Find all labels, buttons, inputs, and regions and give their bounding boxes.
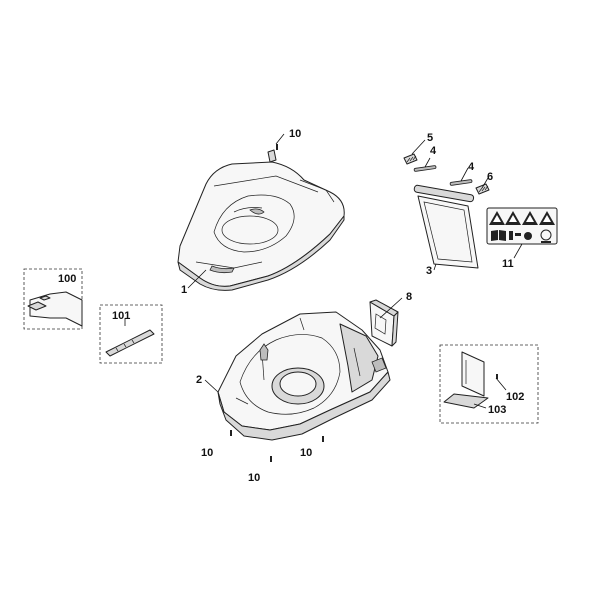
- callout-101: 101: [112, 310, 130, 322]
- callout-2: 2: [196, 374, 202, 386]
- screw-left[interactable]: [230, 430, 232, 436]
- warning-triangle-icon: [489, 211, 505, 225]
- rear-guard[interactable]: [369, 299, 399, 347]
- screw-top[interactable]: [276, 144, 278, 150]
- hinge-pin-lower[interactable]: [449, 179, 473, 186]
- callout-103: 103: [488, 404, 506, 416]
- callout-10-left: 10: [201, 447, 213, 459]
- callout-4-top: 4: [430, 145, 437, 157]
- inset-box-100[interactable]: [23, 268, 83, 330]
- inset-box-103[interactable]: [439, 344, 539, 424]
- inset-box-101[interactable]: [99, 304, 163, 364]
- callout-10-right: 10: [300, 447, 312, 459]
- callout-6: 6: [487, 171, 493, 183]
- warning-triangle-icon: [505, 211, 521, 225]
- callout-10-top: 10: [289, 128, 301, 140]
- callout-3: 3: [426, 265, 432, 277]
- callout-1: 1: [181, 284, 187, 296]
- hinge-spring-right[interactable]: [475, 183, 490, 195]
- key-icon: [509, 231, 521, 240]
- manual-book-icon: [491, 230, 506, 241]
- screw-102[interactable]: [496, 374, 498, 379]
- callout-11: 11: [502, 258, 514, 270]
- warning-sticker[interactable]: [486, 207, 558, 245]
- callout-10-bottom: 10: [248, 472, 260, 484]
- hinge-pin-top[interactable]: [413, 165, 437, 172]
- callout-4-lower: 4: [468, 161, 475, 173]
- ear-protection-icon: [524, 232, 532, 240]
- upper-housing[interactable]: [177, 149, 345, 291]
- callout-102: 102: [506, 391, 524, 403]
- screw-bottom[interactable]: [270, 456, 272, 462]
- stop-sign-icon: [540, 229, 552, 243]
- warning-triangle-icon: [522, 211, 538, 225]
- hinge-spring-top[interactable]: [403, 153, 418, 165]
- callout-5: 5: [427, 132, 433, 144]
- callout-8: 8: [406, 291, 412, 303]
- screw-right[interactable]: [322, 436, 324, 442]
- callout-100: 100: [58, 273, 76, 285]
- warning-triangle-icon: [539, 211, 555, 225]
- leader-lines: [124, 133, 523, 409]
- lower-housing[interactable]: [217, 311, 391, 441]
- rear-flap[interactable]: [413, 184, 479, 269]
